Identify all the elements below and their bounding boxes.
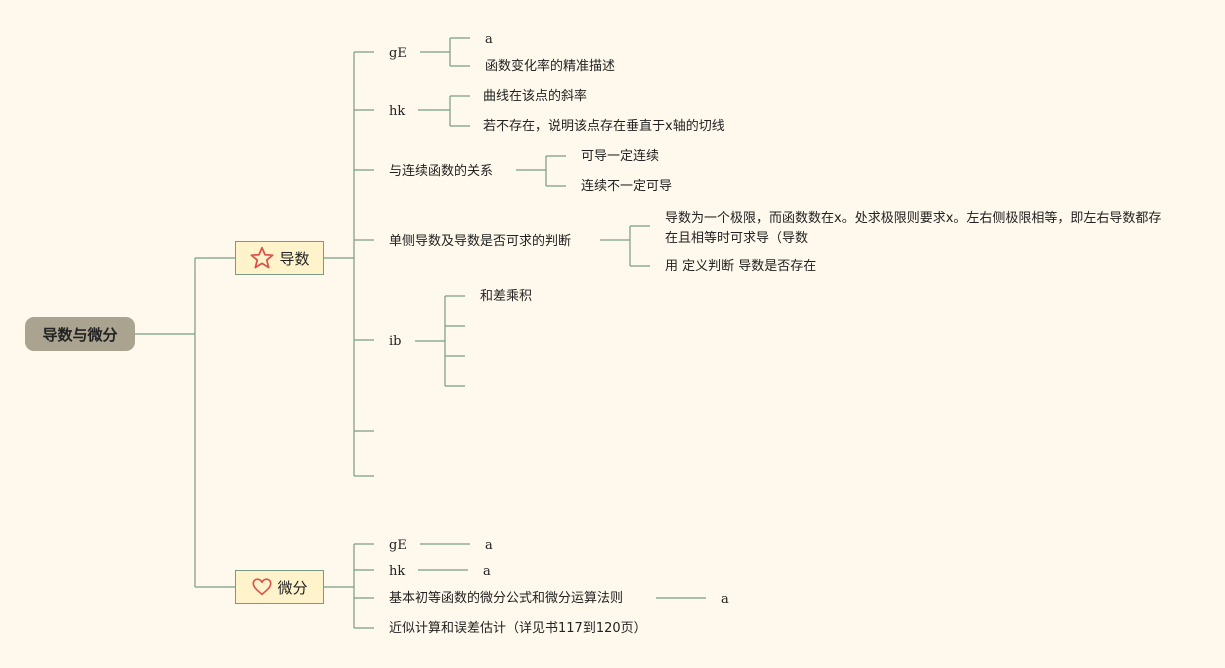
leaf-node[interactable]: 连续不一定可导 (581, 179, 673, 194)
node-ge[interactable]: gE (389, 538, 407, 553)
leaf-node[interactable]: 曲线在该点的斜率 (483, 89, 588, 104)
root-node[interactable]: 导数与微分 (25, 317, 135, 351)
heart-icon (251, 576, 273, 598)
branch-label: 导数 (279, 249, 310, 268)
branch-label: 微分 (277, 578, 308, 597)
leaf-node[interactable]: 用 定义判断 导数是否存在 (665, 259, 817, 274)
root-label: 导数与微分 (42, 325, 118, 344)
star-icon (249, 245, 275, 271)
leaf-node[interactable]: a (485, 32, 493, 47)
branch-node-differential[interactable]: 微分 (235, 570, 324, 604)
leaf-node[interactable]: a (485, 538, 493, 553)
node-hk[interactable]: hk (389, 564, 406, 579)
node-continuity[interactable]: 与连续函数的关系 (389, 164, 494, 179)
node-one-sided-derivative[interactable]: 单侧导数及导数是否可求的判断 (389, 234, 572, 249)
leaf-node[interactable]: a (721, 592, 729, 607)
node-ge[interactable]: gE (389, 46, 407, 61)
leaf-node[interactable]: 导数为一个极限，而函数数在x。处求极限则要求x。左右侧极限相等，即左右导数都存在… (665, 211, 1162, 246)
node-differential-formulas[interactable]: 基本初等函数的微分公式和微分运算法则 (389, 591, 624, 606)
node-approximation[interactable]: 近似计算和误差估计（详见书117到120页） (389, 621, 647, 636)
node-ib[interactable]: ib (389, 334, 402, 349)
branch-node-derivative[interactable]: 导数 (235, 241, 324, 275)
leaf-node[interactable]: 函数变化率的精准描述 (485, 59, 616, 74)
leaf-node[interactable]: 若不存在，说明该点存在垂直于x轴的切线 (483, 119, 725, 134)
node-hk[interactable]: hk (389, 104, 406, 119)
leaf-node[interactable]: a (483, 564, 491, 579)
leaf-node[interactable]: 可导一定连续 (581, 149, 660, 164)
leaf-node[interactable]: 和差乘积 (480, 289, 533, 304)
